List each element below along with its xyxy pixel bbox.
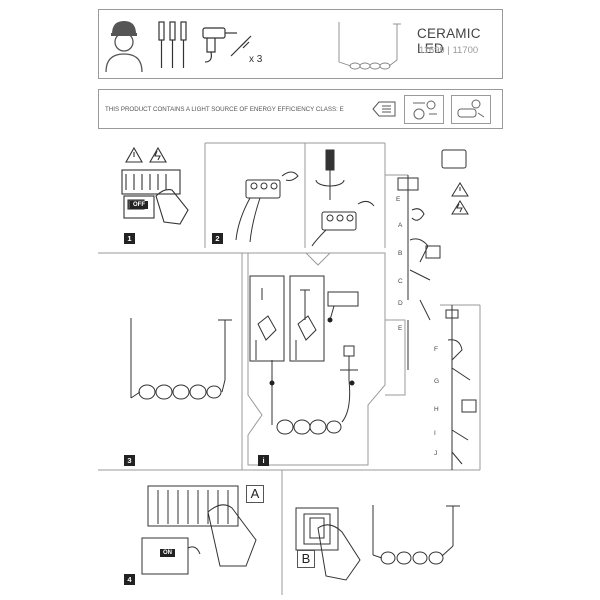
part-letter: H — [434, 406, 439, 413]
screwdriver-icon — [158, 21, 187, 68]
off-label: OFF — [130, 201, 148, 209]
product-sketch-icon — [338, 22, 401, 70]
on-label: ON — [160, 549, 175, 557]
step-number-info: i — [258, 455, 269, 466]
step-number-1: 1 — [124, 233, 135, 244]
part-letter: J — [434, 450, 438, 457]
step-number-2: 2 — [212, 233, 223, 244]
step-number-3: 3 — [124, 455, 135, 466]
energy-box: THIS PRODUCT CONTAINS A LIGHT SOURCE OF … — [98, 89, 503, 129]
installer-icon — [105, 21, 143, 73]
part-letter: B — [398, 250, 403, 257]
panel-label-a: A — [246, 485, 264, 503]
tools-quantity: x 3 — [249, 54, 263, 65]
product-title: CERAMIC LED — [417, 26, 481, 56]
part-letter: E — [398, 325, 403, 332]
part-letter: F — [434, 346, 438, 353]
part-letter: E — [396, 196, 401, 203]
lamp-disposal-icon — [457, 99, 485, 118]
part-letter: I — [434, 430, 436, 437]
product-codes: 11699 | 11700 — [419, 45, 479, 56]
drill-icon — [202, 27, 237, 63]
recycle-icon — [413, 100, 437, 120]
panel-label-b: B — [297, 550, 315, 568]
header-box: x 3 CERAMIC LED 11699 | 11700 — [98, 9, 503, 79]
disposal-card-2 — [451, 95, 491, 124]
energy-label-icon — [372, 101, 396, 117]
screw-icon — [230, 35, 252, 57]
part-letter: D — [398, 300, 403, 307]
step-number-4: 4 — [124, 574, 135, 585]
energy-notice: THIS PRODUCT CONTAINS A LIGHT SOURCE OF … — [105, 106, 344, 113]
part-letter: G — [434, 378, 440, 385]
part-letter: C — [398, 278, 403, 285]
part-letter: A — [398, 222, 403, 229]
disposal-card-1 — [404, 95, 444, 124]
